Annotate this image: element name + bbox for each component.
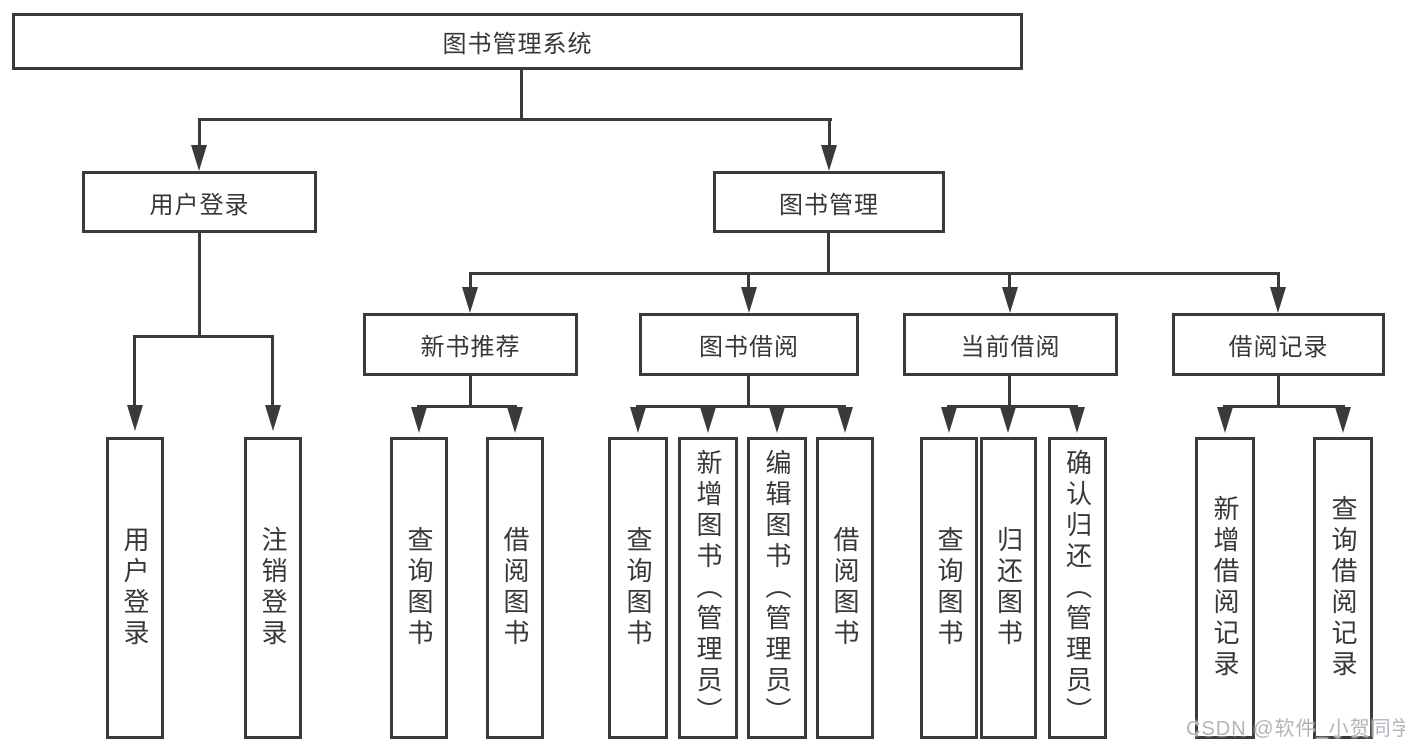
connector-records-stem [1277, 376, 1280, 405]
connector-current-stem [1008, 376, 1011, 405]
connector-root-stem [520, 70, 523, 118]
arrowhead-edit-books-admin [769, 407, 785, 433]
arrowhead-user-login [191, 145, 207, 171]
node-edit-books-admin: 编辑图书（管理员） [747, 437, 807, 739]
connector-borrowing-rail [636, 405, 846, 408]
node-query-books-borrowing: 查询图书 [608, 437, 668, 739]
node-user-login-action: 用户登录 [106, 437, 164, 739]
connector-user-login-drop-2 [271, 338, 274, 405]
node-confirm-return-admin: 确认归还（管理员） [1048, 437, 1107, 739]
connector-current-rail [947, 405, 1078, 408]
arrowhead-book-management [821, 145, 837, 171]
watermark: CSDN @软件_小贺同学 [1186, 718, 1405, 740]
arrowhead-confirm-return-admin [1069, 407, 1085, 433]
arrowhead-query-borrow-record [1335, 407, 1351, 433]
node-query-borrow-record: 查询借阅记录 [1313, 437, 1373, 739]
node-add-books-admin: 新增图书（管理员） [678, 437, 738, 739]
arrowhead-current-borrowing [1002, 287, 1018, 313]
node-borrow-books-borrowing: 借阅图书 [816, 437, 874, 739]
node-borrow-records: 借阅记录 [1172, 313, 1385, 376]
connector-book-mgmt-drop-4 [1277, 275, 1280, 287]
arrowhead-query-books-borrowing [630, 407, 646, 433]
connector-book-mgmt-drop-3 [1008, 275, 1011, 287]
node-new-book-recommend: 新书推荐 [363, 313, 578, 376]
connector-root-drop-1 [198, 121, 201, 145]
arrowhead-book-borrowing [741, 287, 757, 313]
node-book-borrowing: 图书借阅 [639, 313, 859, 376]
arrowhead-borrow-books-borrowing [837, 407, 853, 433]
connector-borrowing-stem [747, 376, 750, 405]
node-user-login: 用户登录 [82, 171, 317, 233]
node-logout-action: 注销登录 [244, 437, 302, 739]
node-book-management: 图书管理 [713, 171, 945, 233]
connector-user-login-stem [198, 233, 201, 335]
connector-recommend-stem [469, 376, 472, 405]
arrowhead-query-books-recommend [411, 407, 427, 433]
node-return-books: 归还图书 [980, 437, 1037, 739]
arrowhead-return-books [1000, 407, 1016, 433]
connector-recommend-rail [417, 405, 517, 408]
connector-user-login-drop-1 [133, 338, 136, 405]
connector-records-rail [1223, 405, 1345, 408]
arrowhead-add-borrow-record [1217, 407, 1233, 433]
node-borrow-books-recommend: 借阅图书 [486, 437, 544, 739]
arrowhead-user-login-action [127, 405, 143, 431]
connector-book-mgmt-stem [827, 233, 830, 272]
arrowhead-new-book-recommend [462, 287, 478, 313]
node-query-books-recommend: 查询图书 [390, 437, 448, 739]
connector-root-drop-2 [828, 121, 831, 145]
node-add-borrow-record: 新增借阅记录 [1195, 437, 1255, 739]
connector-book-mgmt-drop-1 [469, 275, 472, 287]
arrowhead-borrow-books-recommend [507, 407, 523, 433]
connector-root-rail [198, 118, 832, 121]
connector-user-login-rail [133, 335, 274, 338]
arrowhead-add-books-admin [700, 407, 716, 433]
connector-book-mgmt-drop-2 [747, 275, 750, 287]
node-library-management-system: 图书管理系统 [12, 13, 1023, 70]
arrowhead-query-books-current [941, 407, 957, 433]
arrowhead-logout-action [265, 405, 281, 431]
arrowhead-borrow-records [1270, 287, 1286, 313]
connector-book-mgmt-rail [469, 272, 1280, 275]
node-current-borrowing: 当前借阅 [903, 313, 1118, 376]
node-query-books-current: 查询图书 [920, 437, 978, 739]
